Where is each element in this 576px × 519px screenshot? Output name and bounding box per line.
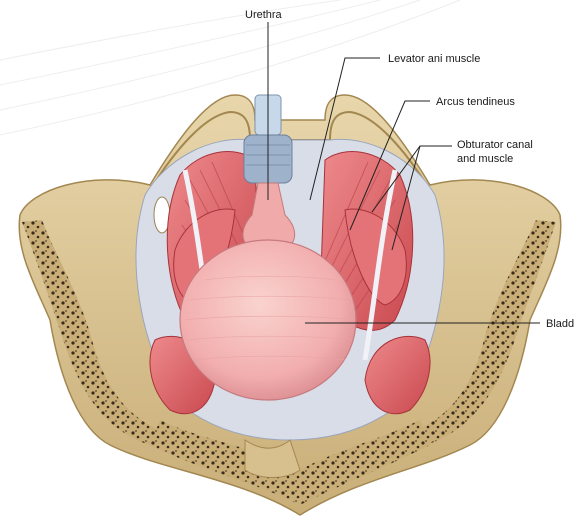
label-obturator: Obturator canal and muscle [457, 138, 567, 166]
label-arcus-tendineus: Arcus tendineus [436, 95, 515, 109]
label-urethra: Urethra [245, 8, 282, 22]
bladder [180, 240, 356, 400]
label-obturator-line1: Obturator canal [457, 139, 533, 151]
label-obturator-line2: and muscle [457, 153, 513, 165]
label-bladder: Bladd [546, 317, 576, 331]
label-levator-ani: Levator ani muscle [388, 52, 480, 66]
